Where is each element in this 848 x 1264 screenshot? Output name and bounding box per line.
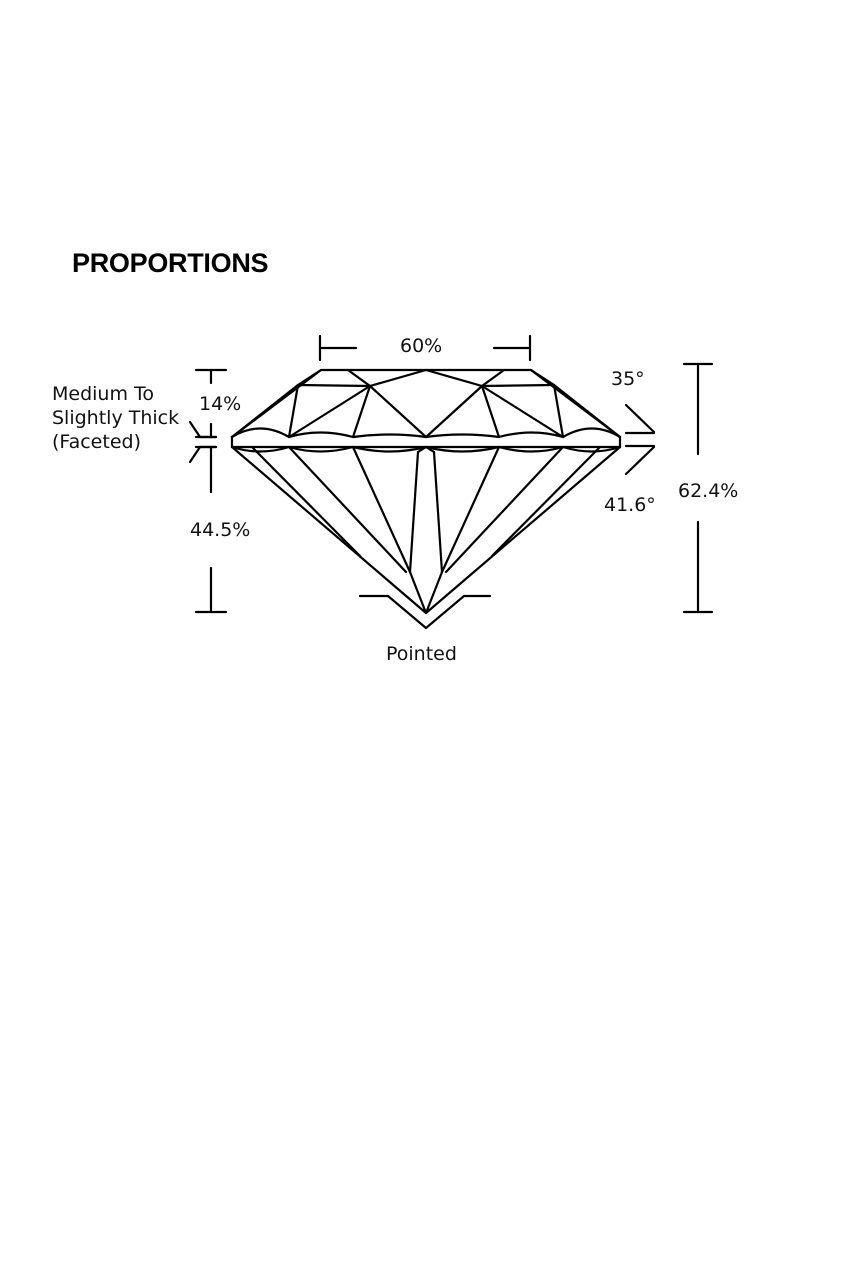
pavilion-depth-indicator xyxy=(194,445,228,614)
total-depth-indicator xyxy=(682,362,714,614)
pavilion-angle-indicator xyxy=(624,444,656,476)
girdle-label-line: Slightly Thick xyxy=(52,407,180,429)
girdle-label-line: (Faceted) xyxy=(52,431,141,453)
page-title: PROPORTIONS xyxy=(72,248,269,278)
pavilion-angle-label: 41.6° xyxy=(604,494,656,516)
crown-height-label: 14% xyxy=(199,393,242,415)
table-width-indicator xyxy=(318,334,532,362)
girdle-pointer xyxy=(188,420,218,464)
culet-indicator xyxy=(358,594,492,630)
table-percent-label: 60% xyxy=(400,335,443,357)
crown-facets xyxy=(230,368,622,439)
pavilion-depth-label: 44.5% xyxy=(190,519,251,541)
culet-label: Pointed xyxy=(386,643,457,665)
total-depth-label: 62.4% xyxy=(678,480,739,502)
girdle-label: Medium To Slightly Thick (Faceted) xyxy=(52,382,179,454)
crown-angle-label: 35° xyxy=(611,368,645,390)
pavilion-facets xyxy=(230,445,622,615)
crown-angle-indicator xyxy=(624,403,656,435)
girdle-label-line: Medium To xyxy=(52,383,155,405)
diamond-outline xyxy=(230,368,622,615)
